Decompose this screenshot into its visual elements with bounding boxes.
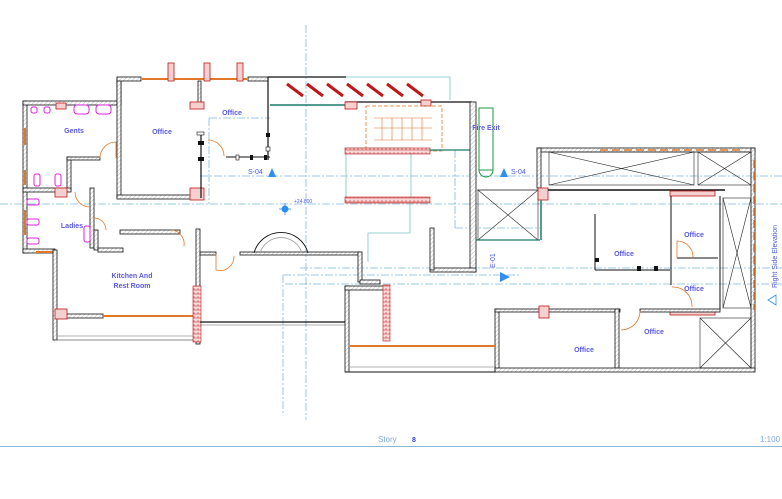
section-marker-label[interactable]: S-04	[248, 169, 263, 176]
room-label-office: Office	[222, 110, 242, 117]
column	[54, 308, 68, 320]
room-label-office: Office	[152, 129, 172, 136]
story-label: Story	[378, 435, 397, 444]
section-marker-triangle-icon[interactable]	[500, 168, 508, 177]
story-divider	[0, 446, 782, 447]
column	[55, 102, 67, 110]
sink-fixtures	[26, 104, 112, 245]
elevation-marker-label[interactable]: E-01	[490, 253, 497, 268]
level-marker-icon[interactable]	[279, 203, 291, 215]
elevation-marker-arrow-icon[interactable]	[500, 272, 510, 282]
column	[344, 101, 358, 110]
lower-middle-block	[344, 284, 496, 373]
column	[537, 187, 549, 201]
room-label-rest-room: Rest Room	[114, 283, 151, 290]
room-label-office: Office	[574, 347, 594, 354]
right-elevation-triangle-icon[interactable]	[767, 294, 777, 306]
room-label-office: Office	[614, 251, 634, 258]
room-label-fire-exit: Fire Exit	[472, 125, 500, 132]
section-markers[interactable]: S-04 S-04 E-01 Right Side Elevation +24.…	[248, 168, 779, 306]
grid-axes	[0, 25, 782, 420]
room-label-office: Office	[684, 232, 704, 239]
room-labels: Gents Office Office Ladies Kitchen And R…	[61, 110, 704, 354]
section-marker-triangle-icon[interactable]	[268, 168, 276, 177]
column	[189, 187, 205, 201]
column	[167, 62, 175, 82]
scale-label: 1:100	[760, 435, 781, 444]
column	[203, 62, 211, 82]
column	[54, 187, 68, 198]
level-marker-label: +24.800	[294, 199, 312, 205]
column	[236, 62, 244, 82]
story-number: 8	[412, 437, 416, 444]
right-wing	[494, 147, 756, 373]
stair-core	[268, 76, 472, 204]
corridor-walls	[52, 228, 381, 345]
room-label-kitchen: Kitchen And	[112, 273, 153, 280]
column	[538, 305, 550, 319]
room-label-office: Office	[644, 329, 664, 336]
kitchen-rest-room	[54, 285, 345, 343]
toilets-block	[22, 77, 122, 254]
column	[189, 101, 205, 110]
fire-exit-shaft	[429, 101, 540, 273]
column	[420, 99, 432, 107]
room-label-ladies: Ladies	[61, 223, 83, 230]
room-label-gents: Gents	[64, 128, 84, 135]
room-label-office: Office	[684, 286, 704, 293]
office-left	[116, 62, 271, 201]
right-elevation-label[interactable]: Right Side Elevation	[772, 225, 779, 288]
section-marker-label[interactable]: S-04	[511, 169, 526, 176]
column	[669, 190, 716, 197]
